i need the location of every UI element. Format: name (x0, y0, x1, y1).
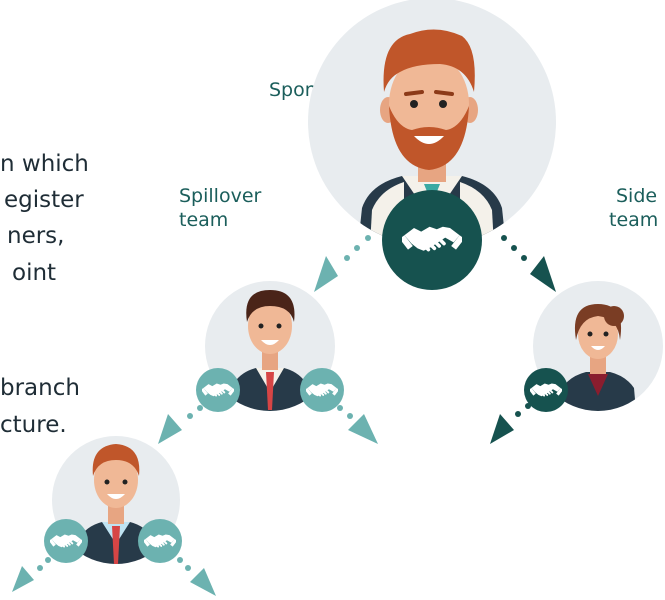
downline-member-node (44, 436, 182, 564)
spillover-team-label-line-1: Spillover (179, 185, 262, 207)
arrowhead-icon (530, 256, 556, 292)
arrowhead-icon (348, 414, 378, 444)
connector-mid-to-bottom (158, 405, 203, 444)
paragraph-line-2: egister (4, 187, 84, 213)
connector-right-down (490, 403, 531, 444)
connector-sponsor-to-spillover (314, 235, 371, 292)
side-team-label-line-2: team (609, 209, 659, 231)
side-team-label-line-1: Side (616, 185, 658, 207)
side-member-avatar (560, 304, 636, 411)
paragraph-line-5: branch (0, 375, 80, 401)
arrowhead-icon (490, 414, 514, 444)
arrowhead-icon (158, 414, 182, 444)
arrowhead-icon (12, 566, 34, 592)
paragraph-line-3: ners, (7, 223, 65, 249)
downline-member-avatar (76, 444, 156, 564)
arrowhead-icon (190, 568, 216, 596)
spillover-team-label-line-2: team (179, 209, 229, 231)
side-member-node (524, 281, 663, 412)
paragraph-line-1: n which (0, 151, 89, 177)
spillover-member-avatar (230, 290, 310, 411)
connector-sponsor-to-side (501, 235, 556, 292)
spillover-member-node (196, 281, 344, 412)
paragraph-line-4: oint (12, 260, 57, 286)
arrowhead-icon (314, 256, 338, 292)
connector-mid-to-right (337, 405, 378, 444)
paragraph-line-6: cture. (0, 412, 67, 438)
sponsor-node (308, 0, 556, 290)
connector-bottom-right (177, 557, 216, 596)
connector-bottom-left (12, 557, 51, 592)
